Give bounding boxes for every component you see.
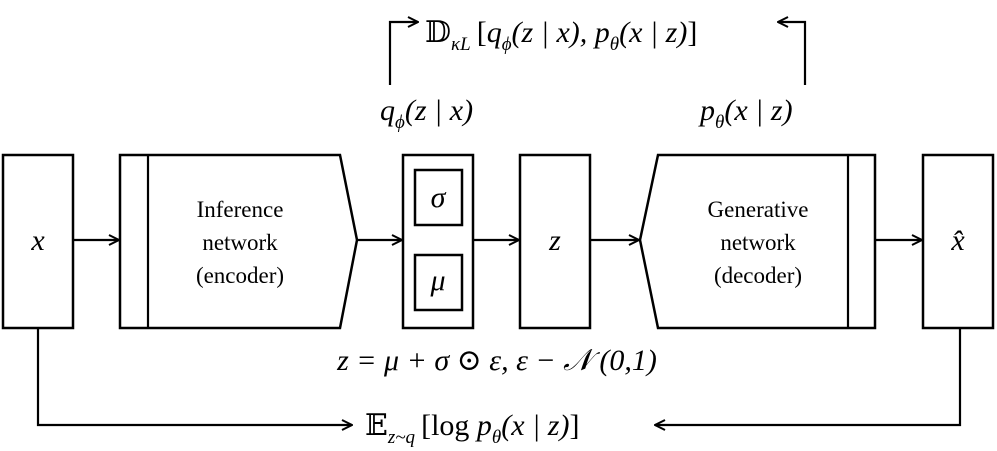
input-node: x bbox=[1, 153, 75, 330]
decoder-label-line3: (decoder) bbox=[714, 263, 802, 288]
latent-label: z bbox=[548, 224, 561, 257]
posterior-label: qϕ(z | x) bbox=[380, 94, 473, 133]
encoder-label-line3: (encoder) bbox=[196, 263, 284, 288]
decoder-label-line2: network bbox=[720, 230, 796, 255]
decoder-label-line1: Generative bbox=[708, 197, 809, 222]
encoder-label-line2: network bbox=[202, 230, 278, 255]
arrow-output-expectation bbox=[655, 328, 962, 425]
latent-node: z bbox=[518, 153, 592, 330]
encoder-label-line1: Inference bbox=[197, 197, 284, 222]
kl-divergence-label: 𝔻κL[qϕ(z | x), pθ(x | z)] bbox=[425, 16, 697, 55]
encoder-node: Inference network (encoder) bbox=[118, 153, 359, 330]
mu-label: μ bbox=[429, 264, 445, 297]
expectation-label: 𝔼z~q[log pθ(x | z)] bbox=[365, 409, 579, 448]
arrow-likelihood-kl bbox=[778, 22, 807, 85]
output-label: x̂ bbox=[950, 224, 965, 257]
arrow-input-expectation bbox=[36, 328, 352, 425]
latent-params-node: σ μ bbox=[401, 153, 475, 330]
decoder-node: Generative network (decoder) bbox=[638, 153, 877, 330]
arrow-posterior-kl bbox=[388, 22, 418, 85]
likelihood-label: pθ(x | z) bbox=[698, 94, 793, 133]
output-node: x̂ bbox=[921, 153, 995, 330]
input-label: x bbox=[30, 224, 45, 257]
sigma-label: σ bbox=[431, 181, 447, 214]
reparameterization-label: z = μ + σ ⊙ ε, ε − 𝒩 (0,1) bbox=[336, 344, 657, 377]
